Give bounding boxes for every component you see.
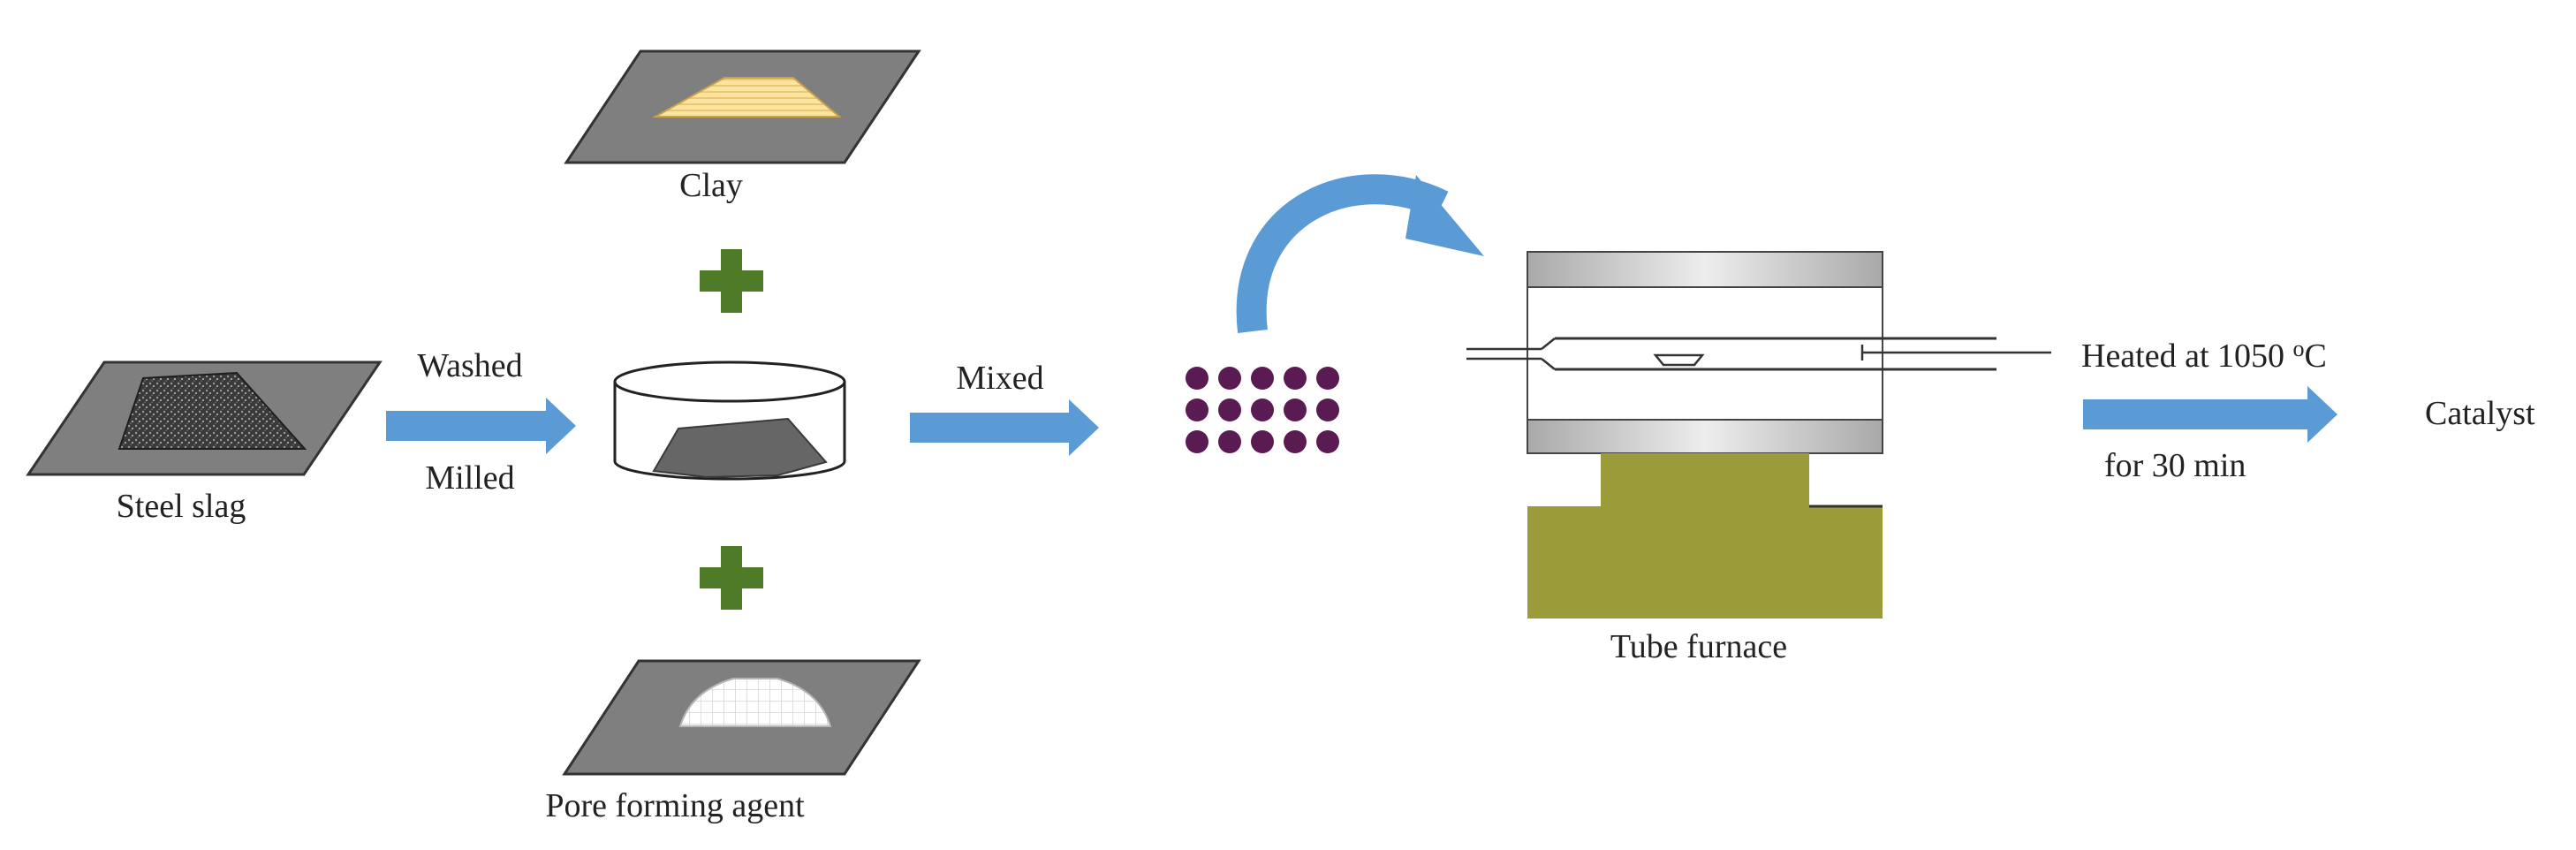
pellet (1186, 398, 1208, 421)
plus-icon-bottom (700, 546, 763, 610)
curved-transfer-arrow (1236, 174, 1449, 333)
pellet (1218, 430, 1241, 453)
arrow-wash-mill (386, 398, 576, 454)
pellet (1251, 398, 1274, 421)
pore-forming-agent-sample (562, 659, 921, 776)
pellet (1284, 398, 1307, 421)
tube-furnace (1466, 251, 2051, 619)
inlet-taper-bottom (1541, 358, 1556, 370)
steel-slag-pile (117, 371, 307, 450)
arrow-mixed (910, 399, 1099, 456)
furnace-bottom-shell (1527, 419, 1883, 454)
sample-boat (1653, 353, 1705, 367)
heating-temperature-text: Heated at 1050 (2081, 338, 2293, 375)
clay-pile (652, 77, 842, 118)
pellet (1186, 430, 1208, 453)
washed-label: Washed (417, 347, 522, 384)
inlet-taper-top (1541, 338, 1556, 350)
catalyst-pellets (1186, 367, 1339, 453)
steel-slag-sample (26, 360, 383, 476)
dish-rim (613, 360, 846, 403)
furnace-top-shell (1527, 251, 1883, 288)
arrow-heating (2083, 386, 2337, 443)
pellet (1284, 430, 1307, 453)
pellet (1284, 367, 1307, 390)
furnace-base (1527, 453, 1883, 619)
pellet (1218, 367, 1241, 390)
plus-icon-top (700, 249, 763, 313)
pellet (1251, 430, 1274, 453)
pellet (1218, 398, 1241, 421)
heating-unit-text: C (2305, 338, 2327, 375)
pellet (1186, 367, 1208, 390)
mixture-pile (652, 417, 828, 479)
pore-agent-pile (678, 678, 832, 727)
curved-arrow-head (1405, 175, 1484, 256)
mixed-label: Mixed (956, 360, 1043, 397)
pellet (1316, 398, 1339, 421)
furnace-chamber (1527, 286, 1883, 421)
milled-label: Milled (425, 459, 514, 497)
pellet (1316, 367, 1339, 390)
mixing-dish (613, 360, 846, 481)
catalyst-label: Catalyst (2425, 395, 2535, 432)
degree-symbol: o (2293, 336, 2305, 361)
steel-slag-label: Steel slag (117, 488, 246, 525)
heating-duration-label: for 30 min (2104, 447, 2246, 484)
heating-condition-label: Heated at 1050 oC (2081, 336, 2327, 375)
pore-forming-agent-label: Pore forming agent (545, 787, 805, 824)
pellet (1316, 430, 1339, 453)
clay-sample (564, 49, 921, 164)
clay-label: Clay (679, 167, 743, 204)
pellet (1251, 367, 1274, 390)
tube-furnace-label: Tube furnace (1610, 628, 1787, 665)
